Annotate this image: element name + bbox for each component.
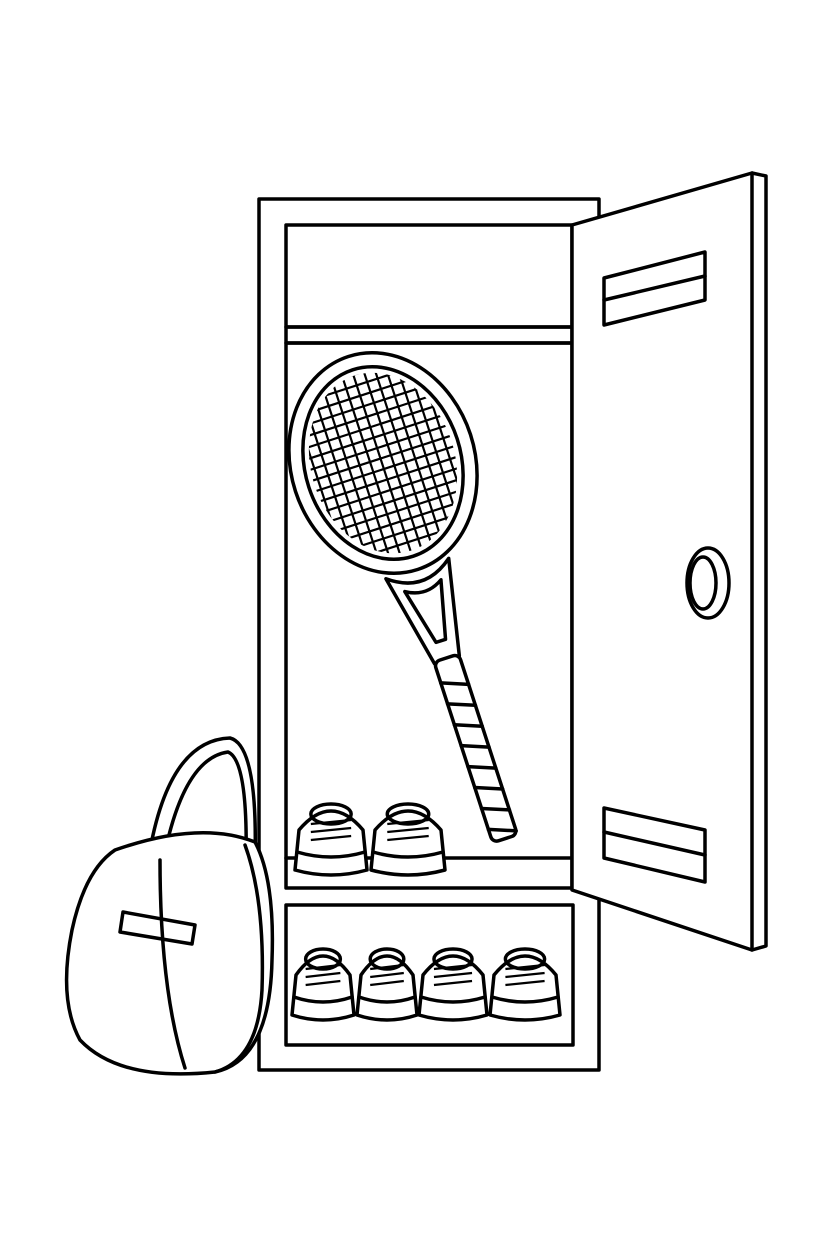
bag-pocket [118, 910, 197, 946]
shoe [417, 947, 489, 1022]
shoe [293, 802, 369, 877]
shoes-lower [290, 947, 562, 1022]
locker-door [570, 171, 768, 952]
sports-bag [64, 736, 275, 1076]
shoe [290, 947, 356, 1022]
shoes-upper [293, 802, 447, 877]
top-vent [602, 250, 707, 327]
door-handle-icon [685, 546, 731, 620]
shoe [369, 802, 447, 877]
shoe [488, 947, 562, 1022]
bottom-vent [602, 806, 707, 884]
racket-grip [433, 653, 518, 843]
shoe [355, 947, 419, 1022]
bottom-compartment [284, 903, 575, 1047]
